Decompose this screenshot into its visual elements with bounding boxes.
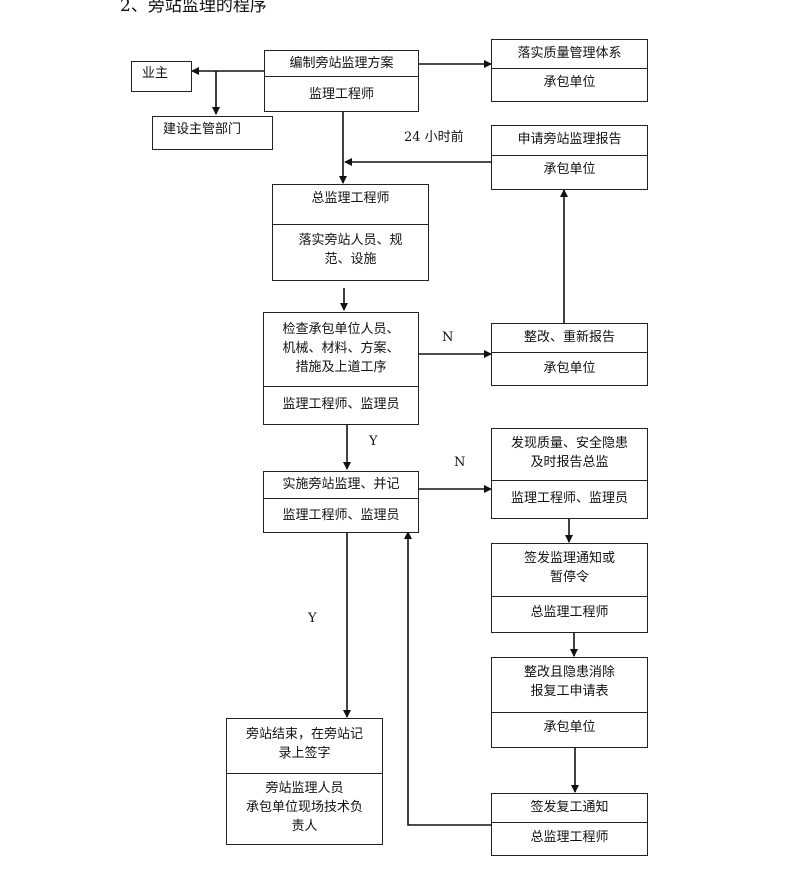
implement-title: 实施旁站监理、并记 — [282, 477, 400, 492]
owner-label: 业主 — [142, 66, 169, 81]
rectified-box: 整改且隐患消除 报复工申请表 承包单位 — [491, 657, 648, 748]
end-box: 旁站结束，在旁站记 录上签字 旁站监理人员 承包单位现场技术负 责人 — [226, 718, 383, 845]
rectify-report-role: 承包单位 — [543, 361, 596, 376]
check-line-2: 机械、材料、方案、 — [282, 341, 400, 356]
owner-box: 业主 — [131, 61, 192, 92]
chief-duty-line-2: 范、设施 — [324, 252, 377, 267]
chief-duty-line-1: 落实旁站人员、规 — [298, 233, 403, 248]
resume-role: 总监理工程师 — [530, 830, 609, 845]
apply-report-box: 申请旁站监理报告 承包单位 — [491, 125, 648, 190]
section-heading: 2、旁站监理的程序 — [120, 0, 267, 16]
n-label-check: N — [442, 330, 454, 345]
rectified-line-2: 报复工申请表 — [530, 684, 609, 699]
plan-box: 编制旁站监理方案 监理工程师 — [264, 50, 419, 112]
quality-system-role: 承包单位 — [543, 75, 596, 90]
rectify-report-title: 整改、重新报告 — [523, 330, 615, 345]
end-role-line-3: 责人 — [291, 819, 318, 834]
resume-title: 签发复工通知 — [530, 800, 609, 815]
plan-title: 编制旁站监理方案 — [289, 56, 394, 71]
authority-label: 建设主管部门 — [163, 122, 242, 137]
implement-role: 监理工程师、监理员 — [282, 508, 400, 523]
y-label-implement: Y — [308, 611, 317, 626]
rectify-report-box: 整改、重新报告 承包单位 — [491, 323, 648, 386]
end-line-1: 旁站结束，在旁站记 — [245, 727, 363, 742]
check-role: 监理工程师、监理员 — [282, 397, 400, 412]
issue-notice-box: 签发监理通知或 暂停令 总监理工程师 — [491, 543, 648, 633]
notice-line-2: 暂停令 — [549, 570, 589, 585]
apply-report-role: 承包单位 — [543, 162, 596, 177]
end-line-2: 录上签字 — [278, 746, 331, 761]
chief-title: 总监理工程师 — [311, 191, 390, 206]
n-label-implement: N — [454, 455, 466, 470]
check-line-3: 措施及上道工序 — [295, 360, 387, 375]
end-role-line-1: 旁站监理人员 — [265, 781, 344, 796]
authority-box: 建设主管部门 — [152, 116, 273, 150]
chief-engineer-box: 总监理工程师 落实旁站人员、规 范、设施 — [272, 184, 429, 281]
quality-system-box: 落实质量管理体系 承包单位 — [491, 39, 648, 102]
rectified-line-1: 整改且隐患消除 — [523, 665, 615, 680]
check-box: 检查承包单位人员、 机械、材料、方案、 措施及上道工序 监理工程师、监理员 — [263, 312, 419, 425]
rectified-role: 承包单位 — [543, 720, 596, 735]
quality-system-title: 落实质量管理体系 — [517, 46, 622, 61]
hazard-line-1: 发现质量、安全隐患 — [510, 436, 628, 451]
apply-report-title: 申请旁站监理报告 — [517, 132, 622, 147]
hazard-line-2: 及时报告总监 — [530, 455, 609, 470]
hazard-role: 监理工程师、监理员 — [510, 491, 628, 506]
resume-box: 签发复工通知 总监理工程师 — [491, 793, 648, 856]
plan-role: 监理工程师 — [308, 87, 374, 102]
check-line-1: 检查承包单位人员、 — [282, 322, 400, 337]
notice-role: 总监理工程师 — [530, 605, 609, 620]
y-label-check: Y — [369, 434, 378, 449]
hours-before-label: 24 小时前 — [404, 130, 464, 145]
implement-box: 实施旁站监理、并记 监理工程师、监理员 — [263, 471, 419, 533]
notice-line-1: 签发监理通知或 — [523, 551, 615, 566]
end-role-line-2: 承包单位现场技术负 — [245, 800, 363, 815]
found-hazard-box: 发现质量、安全隐患 及时报告总监 监理工程师、监理员 — [491, 428, 648, 519]
arrow-resume-to-implement — [404, 531, 491, 826]
